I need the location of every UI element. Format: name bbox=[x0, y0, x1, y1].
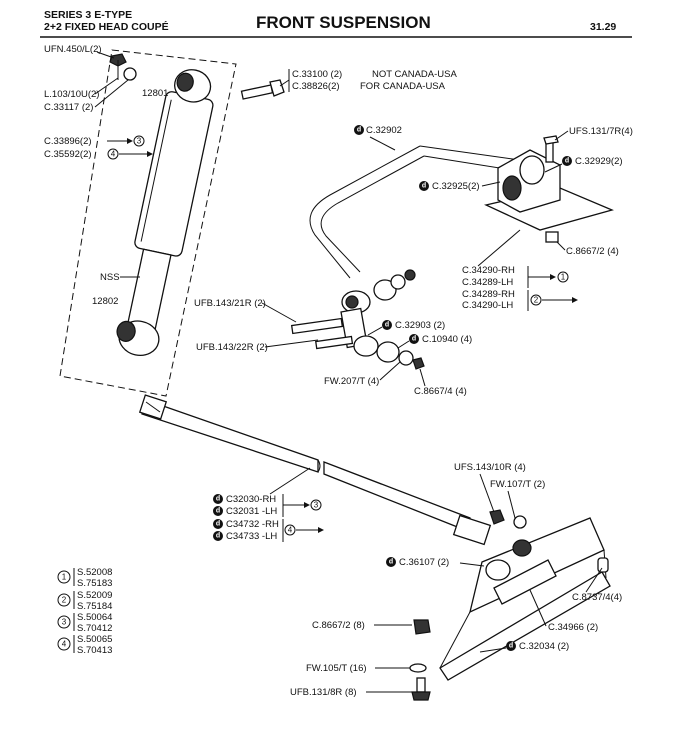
label-c8667-4: C.8667/4 (4) bbox=[414, 386, 467, 397]
ref-3-marker: 3 bbox=[137, 137, 142, 146]
label-c33117: C.33117 (2) bbox=[44, 102, 93, 113]
legend-entry-2: 2 S.52009 S.75184 bbox=[57, 590, 112, 612]
svg-text:3: 3 bbox=[62, 618, 67, 627]
label-c34732: C34732 -RH bbox=[226, 519, 279, 530]
svg-text:2: 2 bbox=[62, 596, 67, 605]
svg-text:d: d bbox=[216, 521, 220, 528]
svg-text:1: 1 bbox=[62, 573, 67, 582]
label-ufn450: UFN.450/L(2) bbox=[44, 44, 102, 55]
shock-absorber-drawing bbox=[59, 49, 237, 397]
label-fw107: FW.107/T (2) bbox=[490, 479, 545, 490]
svg-text:d: d bbox=[412, 336, 416, 343]
bolt-ufb131 bbox=[411, 677, 431, 701]
legend-entry-4: 4 S.50065 S.70413 bbox=[57, 634, 112, 656]
series-label: SERIES 3 E-TYPE bbox=[44, 9, 132, 21]
label-c8737: C.8737/4(4) bbox=[572, 592, 622, 603]
legend-entry-3: 3 S.50064 S.70412 bbox=[57, 612, 112, 634]
shock-absorber-rod bbox=[127, 248, 172, 330]
model-label: 2+2 FIXED HEAD COUPÉ bbox=[44, 20, 169, 33]
svg-text:S.50064: S.50064 bbox=[77, 612, 112, 623]
label-c34290-rh: C.34290-RH bbox=[462, 265, 515, 276]
label-ufb131: UFB.131/8R (8) bbox=[290, 687, 357, 698]
svg-text:S.50065: S.50065 bbox=[77, 634, 112, 645]
label-ufs143: UFS.143/10R (4) bbox=[454, 462, 526, 473]
label-c32929: C.32929(2) bbox=[575, 156, 623, 167]
label-ufb143-21r: UFB.143/21R (2) bbox=[194, 298, 266, 309]
label-c34733: C34733 -LH bbox=[226, 531, 277, 542]
label-12802: 12802 bbox=[92, 296, 118, 307]
legend-entry-1: 1 S.52008 S.75183 bbox=[57, 567, 112, 589]
label-c35592: C.35592(2) bbox=[44, 149, 92, 160]
svg-text:4: 4 bbox=[62, 640, 67, 649]
label-c32902: C.32902 bbox=[366, 125, 402, 136]
label-c8667-2-a: C.8667/2 (4) bbox=[566, 246, 619, 257]
label-c10940: C.10940 (4) bbox=[422, 334, 472, 345]
svg-text:d: d bbox=[509, 643, 513, 650]
svg-text:d: d bbox=[385, 322, 389, 329]
label-c8667-2-b: C.8667/2 (8) bbox=[312, 620, 365, 631]
upper-bolt-drawing bbox=[240, 79, 285, 100]
anti-roll-bar-drawing bbox=[290, 145, 521, 370]
svg-text:d: d bbox=[216, 508, 220, 515]
drop-link-lower bbox=[353, 335, 379, 357]
key-legend: 1 S.52008 S.75183 2 S.52009 S.75184 3 S.… bbox=[57, 567, 112, 656]
torsion-bar-drawing bbox=[138, 394, 492, 546]
svg-text:S.75183: S.75183 bbox=[77, 578, 112, 589]
page-number: 31.29 bbox=[590, 21, 616, 33]
label-c33100: C.33100 (2) bbox=[292, 69, 342, 80]
svg-text:d: d bbox=[216, 533, 220, 540]
label-c32031: C32031 -LH bbox=[226, 506, 277, 517]
reaction-plate-drawing bbox=[439, 509, 611, 681]
svg-text:d: d bbox=[389, 559, 393, 566]
ref-4-marker: 4 bbox=[111, 150, 116, 159]
label-ufb143-22r: UFB.143/22R (2) bbox=[196, 342, 268, 353]
label-c32925: C.32925(2) bbox=[432, 181, 480, 192]
ref-3-marker-b: 3 bbox=[314, 501, 319, 510]
label-c34289-lh: C.34289-LH bbox=[462, 277, 513, 288]
label-nss: NSS bbox=[100, 272, 120, 283]
page-title: FRONT SUSPENSION bbox=[256, 13, 431, 32]
label-c32903: C.32903 (2) bbox=[395, 320, 445, 331]
svg-text:S.70412: S.70412 bbox=[77, 623, 112, 634]
label-12801: 12801 bbox=[142, 88, 168, 99]
svg-text:d: d bbox=[357, 127, 361, 134]
svg-text:d: d bbox=[422, 183, 426, 190]
label-c34290-lh: C.34290-LH bbox=[462, 300, 513, 311]
label-c32030: C32030-RH bbox=[226, 494, 276, 505]
svg-text:d: d bbox=[216, 496, 220, 503]
washer-fw105 bbox=[409, 663, 427, 673]
label-ufs131: UFS.131/7R(4) bbox=[569, 126, 633, 137]
label-fw105: FW.105/T (16) bbox=[306, 663, 367, 674]
label-c36107: C.36107 (2) bbox=[399, 557, 449, 568]
label-c33896: C.33896(2) bbox=[44, 136, 92, 147]
svg-text:S.75184: S.75184 bbox=[77, 601, 112, 612]
svg-text:S.70413: S.70413 bbox=[77, 645, 112, 656]
label-fw207: FW.207/T (4) bbox=[324, 376, 379, 387]
label-c34966: C.34966 (2) bbox=[548, 622, 598, 633]
torsion-bar-rear bbox=[323, 461, 471, 533]
label-not-canada-usa: NOT CANADA-USA bbox=[372, 69, 457, 80]
shock-absorber-body bbox=[134, 91, 214, 257]
label-c38826: C.38826(2) bbox=[292, 81, 340, 92]
label-for-canada-usa: FOR CANADA-USA bbox=[360, 81, 446, 92]
shock-absorber-frame bbox=[59, 49, 237, 397]
ref-2-marker: 2 bbox=[534, 296, 539, 305]
svg-text:d: d bbox=[565, 158, 569, 165]
label-l103: L.103/10U(2) bbox=[44, 89, 99, 100]
ref-4-marker-b: 4 bbox=[288, 526, 293, 535]
label-c34289-rh: C.34289-RH bbox=[462, 289, 515, 300]
svg-text:S.52009: S.52009 bbox=[77, 590, 112, 601]
svg-text:S.52008: S.52008 bbox=[77, 567, 112, 578]
nut-c8667-2 bbox=[413, 619, 431, 635]
ref-1-marker: 1 bbox=[561, 273, 566, 282]
mounting-bracket-drawing bbox=[484, 135, 614, 243]
reaction-plate bbox=[439, 571, 611, 681]
torsion-bar-front bbox=[141, 399, 319, 473]
label-c32034: C.32034 (2) bbox=[519, 641, 569, 652]
